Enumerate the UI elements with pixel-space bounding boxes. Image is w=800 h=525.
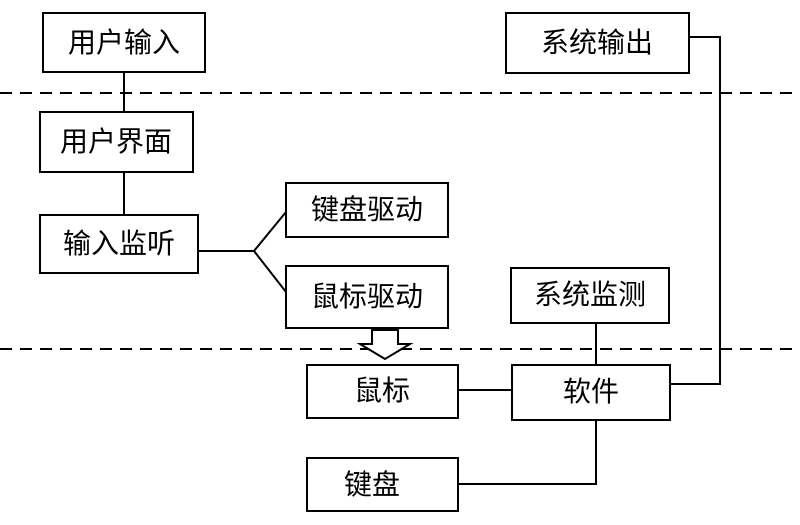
box-software-label: 软件 <box>563 375 619 408</box>
box-keyboard-driver: 键盘驱动 <box>285 182 449 238</box>
box-system-output-label: 系统输出 <box>541 26 653 59</box>
box-mouse-driver: 鼠标驱动 <box>285 265 449 329</box>
box-input-listener-label: 输入监听 <box>63 227 175 260</box>
connector-listener-to-drivers <box>198 211 287 252</box>
box-user-interface: 用户界面 <box>39 111 194 173</box>
box-mouse-label: 鼠标 <box>354 374 410 407</box>
box-user-input-label: 用户输入 <box>68 26 180 59</box>
box-software: 软件 <box>511 364 671 421</box>
box-keyboard-driver-label: 键盘驱动 <box>311 193 423 226</box>
box-system-output: 系统输出 <box>505 12 690 74</box>
connector-keyboard-to-software <box>458 420 597 485</box>
box-input-listener: 输入监听 <box>39 214 199 274</box>
box-system-monitor: 系统监测 <box>510 267 670 324</box>
box-system-monitor-label: 系统监测 <box>534 278 646 311</box>
down-arrow-icon <box>356 329 414 361</box>
box-user-interface-label: 用户界面 <box>60 125 172 158</box>
connector-software-to-output <box>670 36 721 385</box>
box-keyboard: 键盘 <box>306 457 459 512</box>
box-keyboard-label: 键盘 <box>344 468 400 501</box>
box-mouse: 鼠标 <box>306 364 459 419</box>
box-mouse-driver-label: 鼠标驱动 <box>311 280 423 313</box>
connector-listener-to-mouse-driver <box>253 250 287 293</box>
box-user-input: 用户输入 <box>42 12 206 73</box>
